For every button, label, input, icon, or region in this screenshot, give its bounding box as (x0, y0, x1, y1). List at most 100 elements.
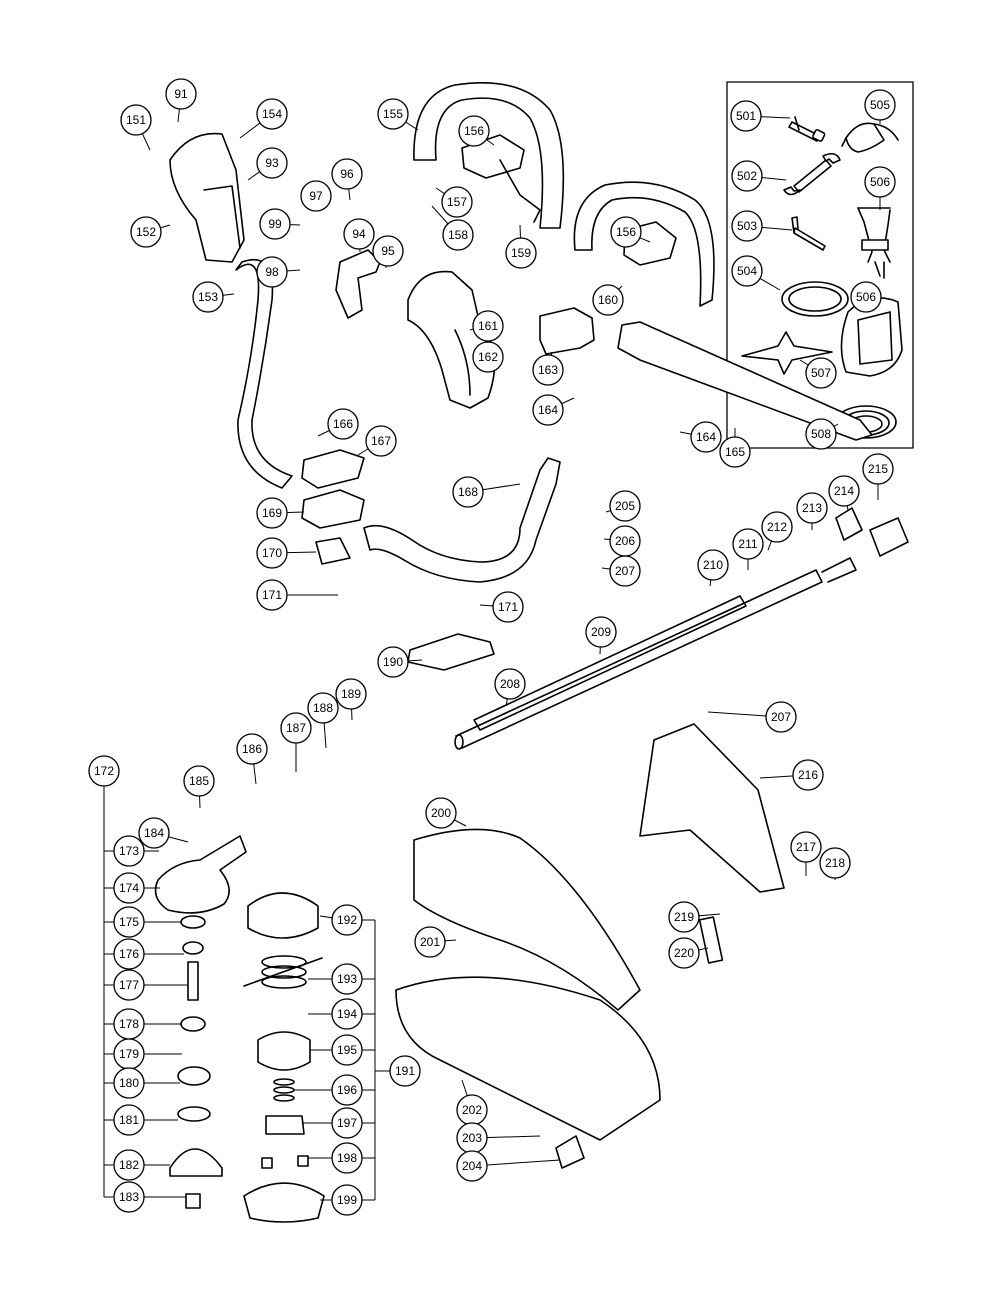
callout-circle (792, 759, 824, 791)
part-number-label: 96 (340, 167, 354, 181)
part-number-label: 189 (341, 687, 361, 701)
callout-167: 167 (365, 425, 397, 457)
part-number-label: 207 (615, 564, 635, 578)
deflector (413, 828, 641, 1011)
part-number-label: 501 (736, 109, 756, 123)
callout-170: 170 (256, 537, 288, 569)
callout-186: 186 (236, 733, 268, 765)
part-number-label: 157 (447, 195, 467, 209)
callout-502: 502 (731, 160, 763, 192)
callout-circle (113, 835, 145, 867)
nut (185, 1193, 201, 1209)
callout-187: 187 (280, 712, 312, 744)
ring-part (781, 281, 849, 317)
callout-157: 157 (441, 186, 473, 218)
callout-circle (668, 901, 700, 933)
part-number-label: 99 (268, 217, 282, 231)
callout-circle (819, 847, 851, 879)
callout-172: 172 (88, 755, 120, 787)
part-number-label: 205 (615, 499, 635, 513)
cable-tube (235, 258, 293, 489)
callout-circle (165, 78, 197, 110)
callout-circle (862, 453, 894, 485)
callout-506b: 506 (850, 281, 882, 313)
callout-177: 177 (113, 969, 145, 1001)
part-number-label: 93 (265, 156, 279, 170)
callout-circle (592, 284, 624, 316)
callout-circle (365, 425, 397, 457)
callout-504: 504 (731, 255, 763, 287)
callout-circle (668, 937, 700, 969)
callout-96: 96 (331, 158, 363, 190)
bearing (180, 1016, 206, 1032)
callout-171a: 171 (256, 579, 288, 611)
callout-circle (113, 1067, 145, 1099)
callout-circle (505, 237, 537, 269)
callout-215: 215 (862, 453, 894, 485)
head-base (265, 1115, 305, 1135)
callout-193: 193 (331, 963, 363, 995)
part-number-label: 173 (119, 844, 139, 858)
callout-circle (113, 1104, 145, 1136)
callout-183: 183 (113, 1181, 145, 1213)
part-number-label: 165 (725, 445, 745, 459)
part-number-label: 98 (265, 265, 279, 279)
callout-circle (343, 218, 375, 250)
head-cover (247, 892, 319, 939)
callout-207a: 207 (609, 555, 641, 587)
callout-153: 153 (192, 281, 224, 313)
part-number-label: 506 (856, 290, 876, 304)
callout-circle (331, 904, 363, 936)
callout-circle (113, 938, 145, 970)
callout-circle (280, 712, 312, 744)
part-number-label: 159 (511, 246, 531, 260)
part-number-label: 505 (870, 98, 890, 112)
part-number-label: 185 (189, 774, 209, 788)
callout-circle (609, 555, 641, 587)
callout-158: 158 (442, 219, 474, 251)
part-drawings (154, 81, 914, 1223)
callout-circle (731, 210, 763, 242)
callout-217: 217 (790, 831, 822, 863)
callout-154: 154 (256, 98, 288, 130)
callout-circle (120, 104, 152, 136)
callout-216: 216 (792, 759, 824, 791)
callout-209: 209 (585, 616, 617, 648)
callout-203: 203 (456, 1122, 488, 1154)
callout-210: 210 (697, 549, 729, 581)
callout-198: 198 (331, 1142, 363, 1174)
callout-circle (88, 755, 120, 787)
part-number-label: 219 (674, 910, 694, 924)
cutter-plate (555, 1135, 585, 1169)
callout-circle (113, 906, 145, 938)
callout-505: 505 (864, 89, 896, 121)
callout-circle (300, 180, 332, 212)
callout-circle (850, 281, 882, 313)
callout-circle (458, 115, 490, 147)
callout-circle (494, 668, 526, 700)
callout-190: 190 (377, 646, 409, 678)
callout-164b: 164 (690, 421, 722, 453)
callout-159: 159 (505, 237, 537, 269)
throttle-lever (335, 249, 381, 319)
part-number-label: 155 (383, 107, 403, 121)
callout-195: 195 (331, 1034, 363, 1066)
callout-181: 181 (113, 1104, 145, 1136)
callout-91: 91 (165, 78, 197, 110)
callout-93: 93 (256, 147, 288, 179)
callout-circle (732, 528, 764, 560)
box-spanner (788, 116, 826, 142)
callout-212: 212 (761, 511, 793, 543)
part-number-label: 174 (119, 881, 139, 895)
part-number-label: 506 (870, 175, 890, 189)
callout-160: 160 (592, 284, 624, 316)
part-number-label: 203 (462, 1131, 482, 1145)
callout-circle (472, 341, 504, 373)
callout-circle (790, 831, 822, 863)
eyelet (261, 1157, 273, 1169)
callout-circle (331, 998, 363, 1030)
eyelet (297, 1155, 309, 1167)
callout-506a: 506 (864, 166, 896, 198)
callout-164a: 164 (532, 394, 564, 426)
side-handle (363, 457, 561, 583)
